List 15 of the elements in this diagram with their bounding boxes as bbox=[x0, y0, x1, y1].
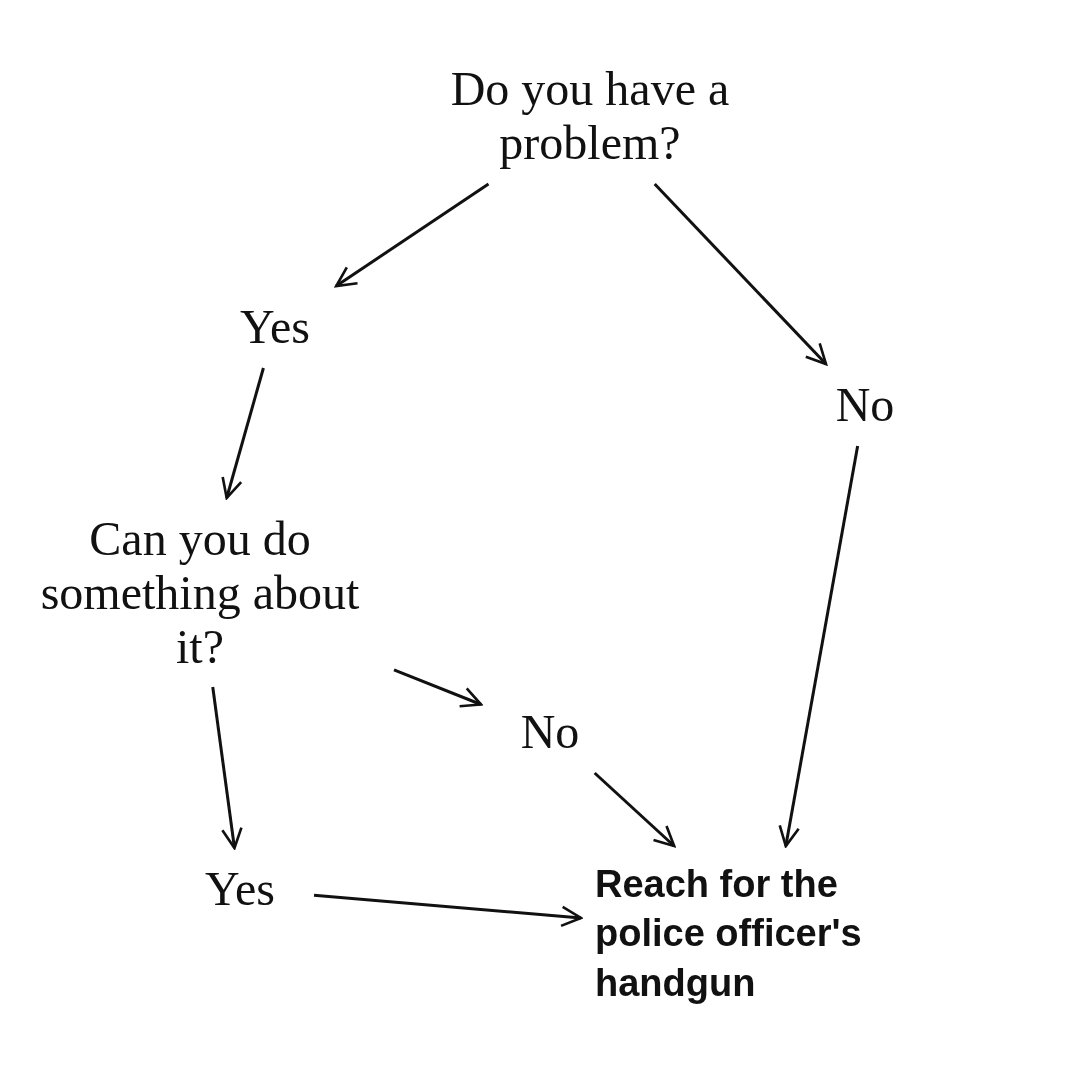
arrow bbox=[221, 367, 265, 500]
question-text: No bbox=[495, 705, 605, 759]
arrow bbox=[593, 771, 676, 848]
arrow bbox=[778, 445, 860, 848]
question-text: Yes bbox=[180, 862, 300, 916]
arrow bbox=[211, 686, 243, 850]
arrow bbox=[653, 182, 828, 366]
outcome-text: Reach for the police officer's handgun bbox=[595, 860, 945, 1009]
question-text: No bbox=[810, 378, 920, 432]
arrow bbox=[334, 182, 490, 288]
arrow bbox=[393, 668, 483, 708]
question-text: Can you do something about it? bbox=[20, 512, 380, 674]
arrow bbox=[313, 893, 583, 928]
question-text: Yes bbox=[215, 300, 335, 354]
question-text: Do you have a problem? bbox=[355, 62, 825, 170]
